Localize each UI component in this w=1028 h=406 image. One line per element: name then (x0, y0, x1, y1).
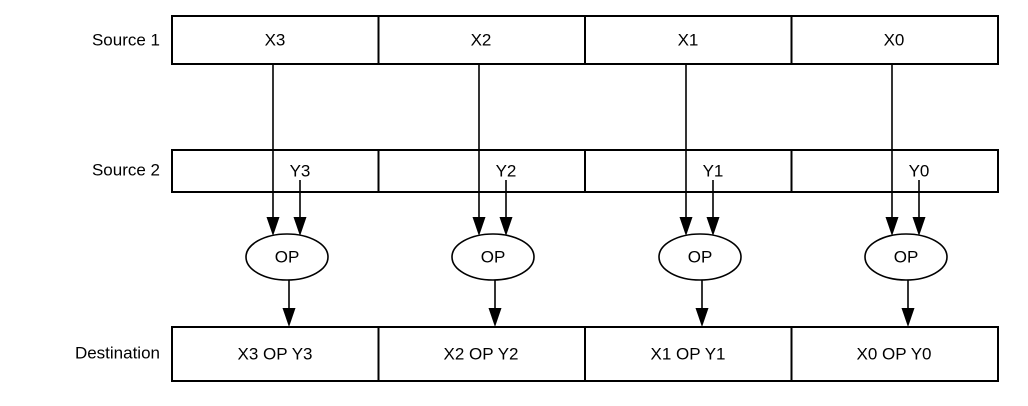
row-label-source-1: Source 1 (92, 30, 160, 49)
lane-0-x-arrowhead-icon (266, 217, 280, 236)
lane-2-x-arrowhead-icon (679, 217, 693, 236)
lane-0-op-label: OP (275, 247, 300, 266)
lane-3-x-arrowhead-icon (885, 217, 899, 236)
lane-1-x-arrowhead-icon (472, 217, 486, 236)
lane-0-dataflow: OP (245, 64, 329, 327)
lane-2-op-label: OP (688, 247, 713, 266)
source-2-cell-0: Y3 (290, 161, 311, 180)
lane-2-op-ellipse (658, 233, 742, 281)
destination-cell-3: X0 OP Y0 (857, 344, 932, 363)
destination-cell-2: X1 OP Y1 (651, 344, 726, 363)
source-1-cell-0: X3 (265, 30, 286, 49)
lane-3-op-ellipse (864, 233, 948, 281)
lane-1-y-arrowhead-icon (499, 217, 513, 236)
destination-cell-0: X3 OP Y3 (238, 344, 313, 363)
lane-1-op-ellipse (451, 233, 535, 281)
lane-2-y-arrowhead-icon (706, 217, 720, 236)
source-2-cell-1: Y2 (496, 161, 517, 180)
lane-2-dataflow: OP (658, 64, 742, 327)
lane-1-op-label: OP (481, 247, 506, 266)
lane-3-out-arrowhead-icon (901, 308, 915, 327)
source-2-cell-3: Y0 (909, 161, 930, 180)
lane-0-out-arrowhead-icon (282, 308, 296, 327)
lane-1-out-arrowhead-icon (488, 308, 502, 327)
destination-cell-1: X2 OP Y2 (444, 344, 519, 363)
source-2-cell-2: Y1 (703, 161, 724, 180)
lane-0-op-ellipse (245, 233, 329, 281)
source-1-cell-1: X2 (471, 30, 492, 49)
source-1-cell-3: X0 (884, 30, 905, 49)
lane-1-dataflow: OP (451, 64, 535, 327)
lane-3-op-label: OP (894, 247, 919, 266)
source-1-cell-2: X1 (678, 30, 699, 49)
lane-0-y-arrowhead-icon (293, 217, 307, 236)
lane-2-out-arrowhead-icon (695, 308, 709, 327)
lane-3-y-arrowhead-icon (912, 217, 926, 236)
row-label-destination: Destination (75, 343, 160, 362)
lane-3-dataflow: OP (864, 64, 948, 327)
row-label-source-2: Source 2 (92, 160, 160, 179)
